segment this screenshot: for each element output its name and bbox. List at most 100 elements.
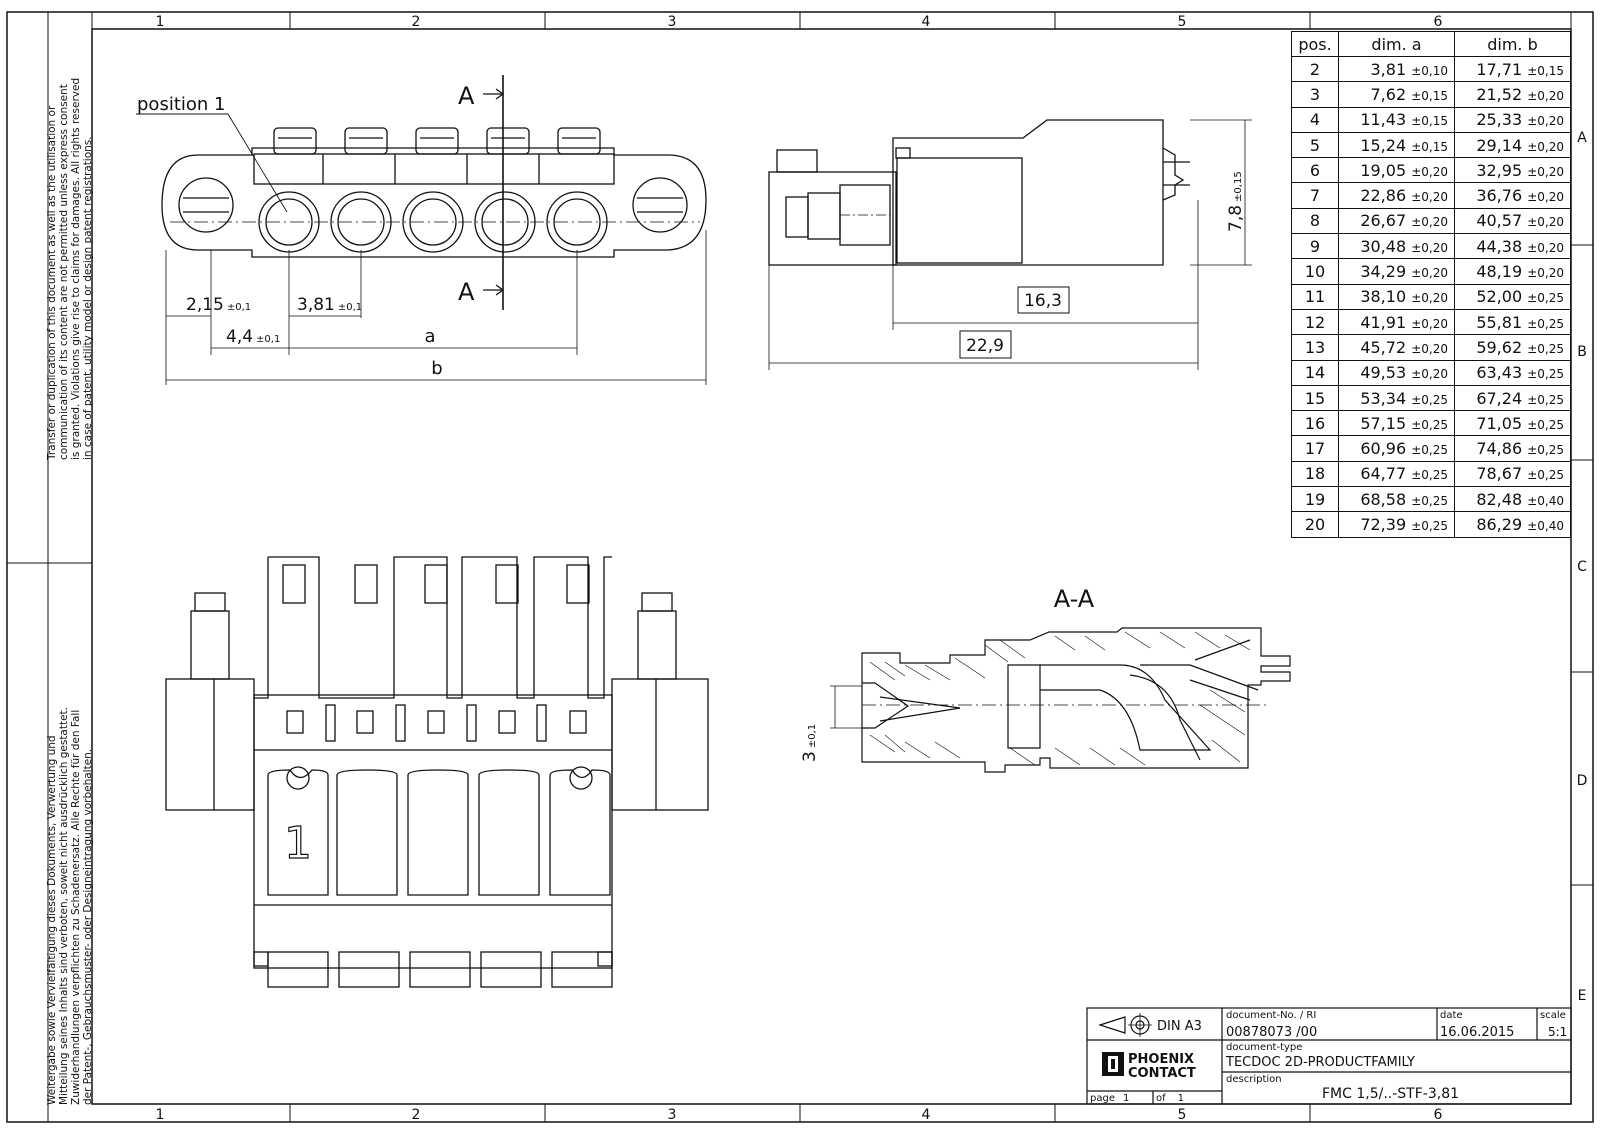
dim-b-cell: 32,95 ±0,20 [1454,157,1571,184]
dim-b-cell: 17,71 ±0,15 [1454,55,1571,83]
dim-b-cell: 82,48 ±0,40 [1454,486,1571,513]
zone-row-e: E [1578,988,1587,1004]
dim-a-cell: 7,62 ±0,15 [1338,81,1455,108]
dim-3-81: 3,81±0,1 [297,295,362,315]
dim-a-cell: 22,86 ±0,20 [1338,182,1455,209]
side-note-german: Weitergabe sowie Vervielfältigung dieses… [46,706,94,1105]
pos-cell: 17 [1291,435,1339,462]
format-label: DIN A3 [1157,1019,1202,1034]
inner-frame [91,28,1572,1105]
pos-cell: 6 [1291,157,1339,184]
pos-cell: 11 [1291,283,1339,310]
zone-col-1-top: 1 [156,14,165,30]
dim-b-cell: 36,76 ±0,20 [1454,182,1571,209]
section-marker-top: A [458,82,475,110]
dim-a-cell: 72,39 ±0,25 [1338,511,1455,538]
side-view [768,119,1252,370]
dim-a-cell: 64,77 ±0,25 [1338,460,1455,488]
section-view [830,627,1291,773]
zone-col-4-bottom: 4 [922,1107,931,1123]
section-aa-title: A-A [1054,585,1095,613]
zone-col-2-bottom: 2 [412,1107,421,1123]
dim-b-cell: 86,29 ±0,40 [1454,511,1571,538]
pos-cell: 7 [1291,182,1339,209]
dim-a-cell: 3,81 ±0,10 [1338,55,1455,83]
dim-b-cell: 59,62 ±0,25 [1454,334,1571,361]
description: FMC 1,5/..-STF-3,81 [1322,1086,1459,1102]
phoenix-logo: PHOENIX CONTACT [1102,1052,1196,1081]
date-label: date [1440,1010,1463,1021]
dimension-table-header: pos. dim. a dim. b [1291,31,1571,57]
right-zone-bar [1571,244,1593,886]
zone-row-d: D [1577,773,1588,789]
zone-col-3-bottom: 3 [668,1107,677,1123]
dim-a-cell: 11,43 ±0,15 [1338,106,1455,133]
zone-col-6-top: 6 [1434,14,1443,30]
side-note-english: Transfer or duplication of this document… [46,77,94,460]
scale-label: scale [1540,1010,1566,1021]
side-len-16-3: 16,3 [1024,291,1062,311]
front-view [136,75,707,385]
pos-cell: 18 [1291,460,1339,488]
zone-row-b: B [1577,344,1587,360]
dim-a-cell: 60,96 ±0,25 [1338,435,1455,462]
pos-cell: 3 [1291,81,1339,108]
title-block [1086,1007,1572,1105]
pos-cell: 15 [1291,384,1339,412]
pos-cell: 4 [1291,106,1339,133]
section-marker-bottom: A [458,278,475,306]
dim-2-15: 2,15±0,1 [186,295,251,315]
zone-col-2-top: 2 [412,14,421,30]
doc-type: TECDOC 2D-PRODUCTFAMILY [1225,1055,1415,1070]
dim-b-cell: 63,43 ±0,25 [1454,359,1571,386]
dim-b-cell: 21,52 ±0,20 [1454,81,1571,108]
zone-col-6-bottom: 6 [1434,1107,1443,1123]
doc-type-label: document-type [1226,1042,1302,1053]
pos-cell: 20 [1291,511,1339,538]
dim-a-cell: 34,29 ±0,20 [1338,258,1455,285]
zone-row-c: C [1577,559,1587,575]
col-dim-a: dim. a [1338,31,1455,57]
pos-cell: 10 [1291,258,1339,285]
col-pos: pos. [1291,31,1339,57]
zone-col-1-bottom: 1 [156,1107,165,1123]
dim-b-cell: 78,67 ±0,25 [1454,460,1571,488]
side-len-22-9: 22,9 [966,336,1004,356]
dim-4-4: 4,4±0,1 [226,327,280,347]
dim-b-cell: 25,33 ±0,20 [1454,106,1571,133]
section-hatching [869,631,1251,766]
zone-row-a: A [1577,130,1587,146]
dim-a-cell: 30,48 ±0,20 [1338,233,1455,260]
svg-text:CONTACT: CONTACT [1128,1066,1196,1081]
dim-b-cell: 52,00 ±0,25 [1454,283,1571,310]
dim-a-label: a [424,326,435,347]
doc-no: 00878073 /00 [1226,1025,1317,1040]
zone-col-4-top: 4 [922,14,931,30]
zone-col-5-top: 5 [1178,14,1187,30]
pin-1-mark: 1 [284,818,312,869]
side-height-dim: 7,8±0,15 [1226,171,1246,232]
svg-text:PHOENIX: PHOENIX [1128,1052,1194,1067]
zone-col-5-bottom: 5 [1178,1107,1187,1123]
dim-a-cell: 53,34 ±0,25 [1338,384,1455,412]
pos-cell: 19 [1291,486,1339,513]
pos-cell: 9 [1291,233,1339,260]
scale-value: 5:1 [1548,1025,1567,1039]
